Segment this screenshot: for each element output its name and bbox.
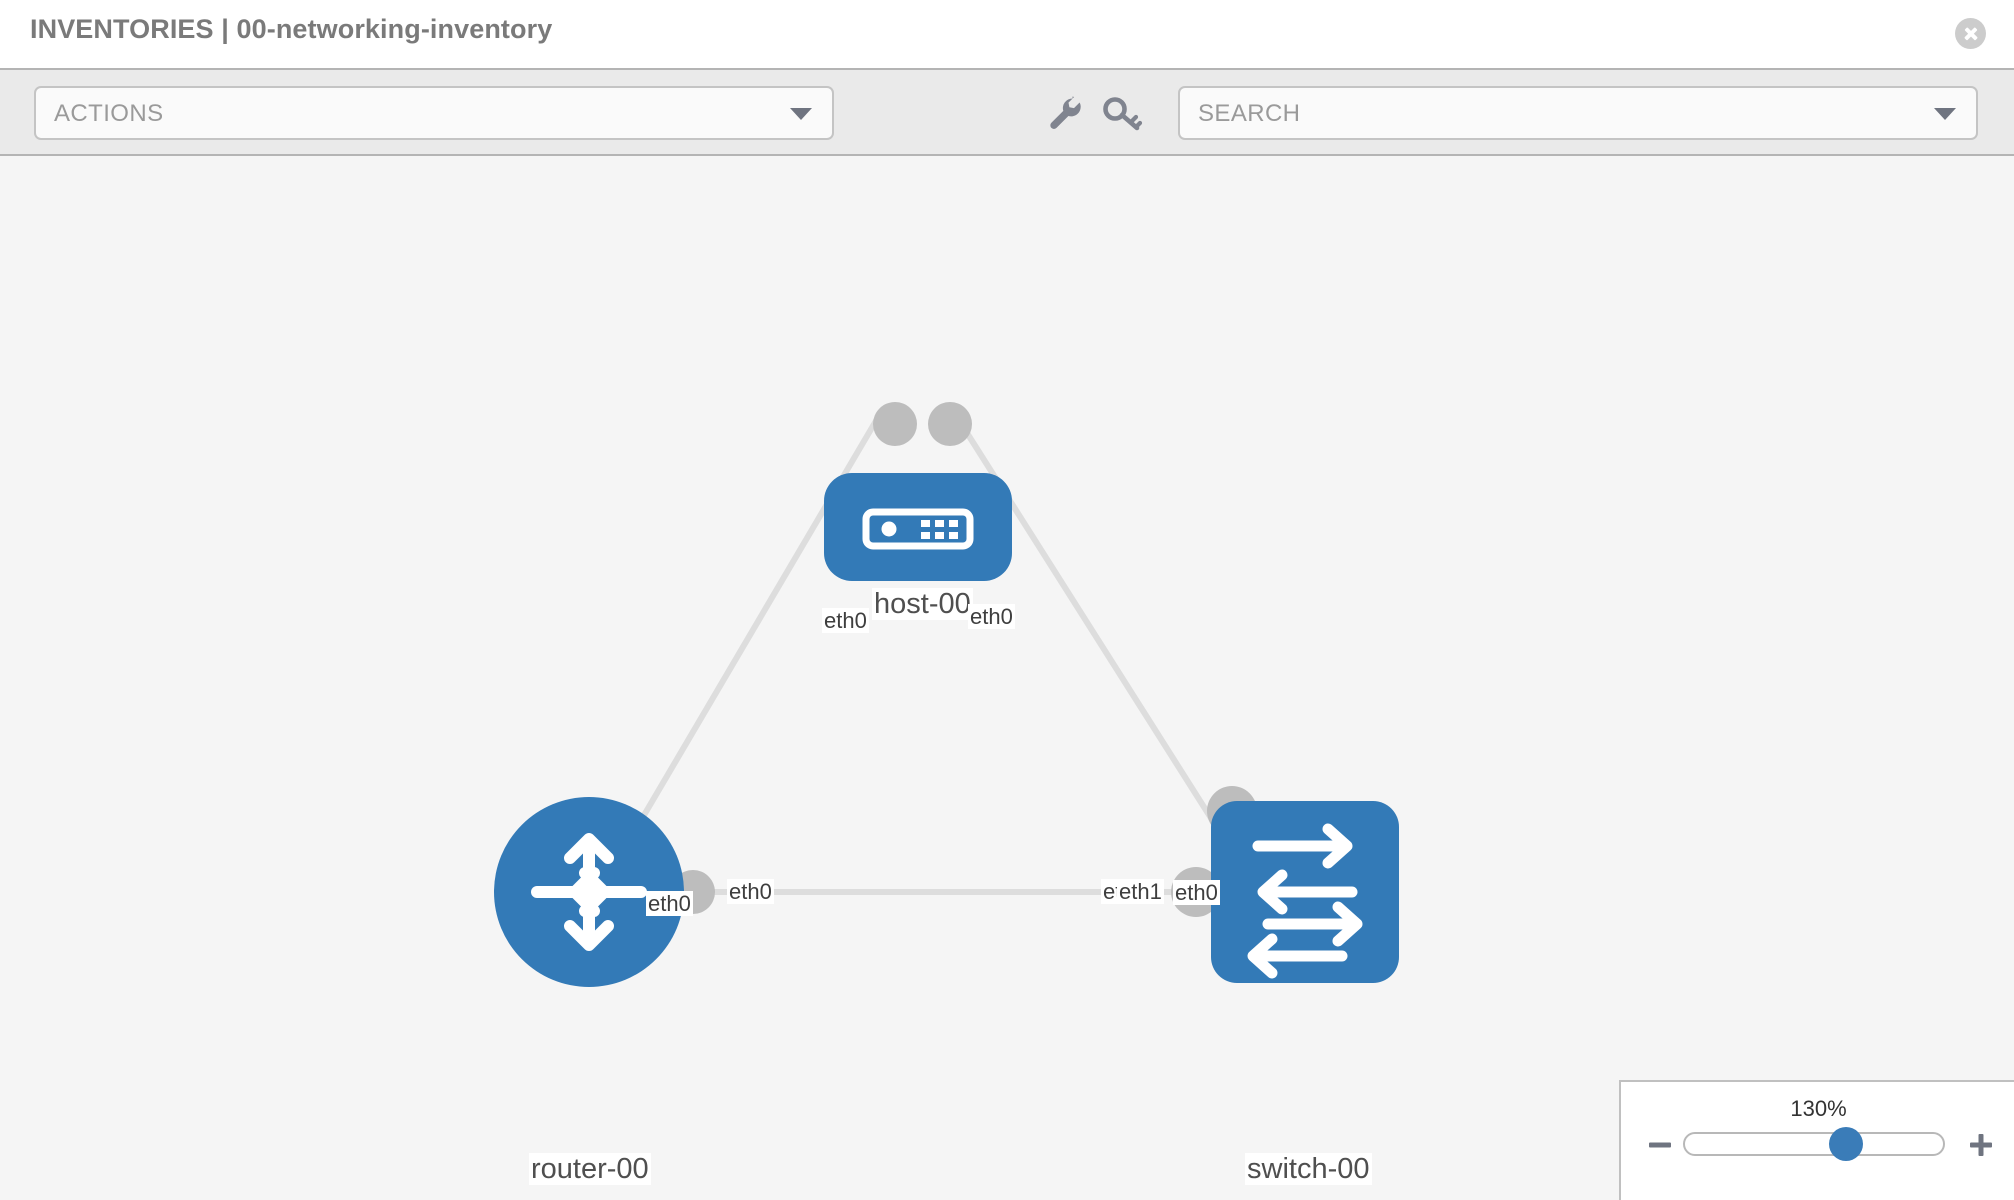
port-label-switch-up: eth0: [1173, 880, 1220, 906]
topology-graph: [494, 402, 1399, 987]
connector-host-right: [928, 402, 972, 446]
port-label-router-up: eth0: [646, 891, 693, 917]
node-host-00: [824, 473, 1012, 581]
zoom-control-panel: 130%: [1619, 1080, 2014, 1200]
toolbar: ACTIONS SEARCH: [0, 68, 2014, 156]
close-icon[interactable]: [1955, 18, 1986, 49]
port-label-host-left: eth0: [822, 608, 869, 634]
chevron-down-icon: [790, 108, 812, 120]
page-title: INVENTORIES | 00-networking-inventory: [30, 14, 553, 44]
wrench-icon[interactable]: [1040, 90, 1086, 136]
actions-dropdown-label: ACTIONS: [54, 100, 164, 127]
zoom-slider[interactable]: [1683, 1127, 1945, 1161]
port-label-switch-left: eth1: [1117, 879, 1164, 905]
connector-host-left: [873, 402, 917, 446]
port-label-host-right: eth0: [968, 604, 1015, 630]
zoom-percent-label: 130%: [1790, 1096, 1847, 1121]
search-placeholder: SEARCH: [1198, 100, 1301, 127]
actions-dropdown[interactable]: ACTIONS: [34, 86, 834, 140]
zoom-out-button[interactable]: [1645, 1130, 1675, 1160]
zoom-slider-thumb[interactable]: [1829, 1127, 1864, 1161]
page-header: INVENTORIES | 00-networking-inventory: [0, 0, 2014, 68]
topology-canvas[interactable]: host-00 eth0 eth0 eth0 eth0 eth0 eth0 et…: [0, 156, 2014, 1200]
port-label-router-right: eth0: [727, 879, 774, 905]
zoom-in-button[interactable]: [1966, 1130, 1996, 1160]
node-router-00: [494, 797, 684, 987]
node-label-host-00: host-00: [872, 588, 973, 621]
node-label-switch-00: switch-00: [1245, 1153, 1372, 1186]
chevron-down-icon: [1934, 108, 1956, 120]
key-icon[interactable]: [1098, 90, 1144, 136]
search-input[interactable]: SEARCH: [1178, 86, 1978, 140]
node-switch-00: [1211, 801, 1399, 983]
node-label-router-00: router-00: [529, 1153, 651, 1186]
